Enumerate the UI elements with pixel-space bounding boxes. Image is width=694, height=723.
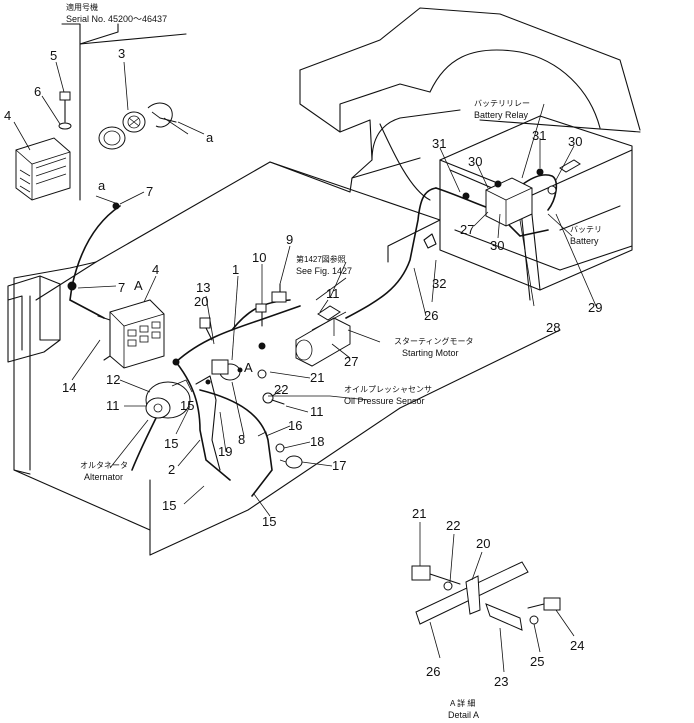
part-number: 27	[344, 354, 358, 369]
part-number: 30	[468, 154, 482, 169]
bolt-5	[58, 91, 72, 130]
battery-en: Battery	[570, 236, 599, 246]
part-number: 15	[164, 436, 178, 451]
part-number: 1	[232, 262, 239, 277]
part-number: 5	[50, 48, 57, 63]
letter-A-mid: A	[134, 278, 143, 293]
detail-a	[411, 561, 561, 631]
part-number: 15	[262, 514, 276, 529]
part-number: 4	[4, 108, 11, 123]
part-number: 9	[286, 232, 293, 247]
part-number: 7	[146, 184, 153, 199]
part-number: 22	[274, 382, 288, 397]
serial-box	[61, 23, 187, 201]
battery-relay	[462, 168, 544, 227]
letter-a-top: a	[206, 130, 214, 145]
part-number: 16	[288, 418, 302, 433]
part-number: 27	[460, 222, 474, 237]
bolt-22	[262, 392, 285, 405]
part-number: 6	[34, 84, 41, 99]
part-number: 10	[252, 250, 266, 265]
harness-bracket	[195, 375, 221, 471]
part-numbers: 5 6 4 3 7 7 4 14 12 11 15 2 15 15 19 8 1…	[4, 46, 602, 689]
machine-body	[7, 7, 641, 556]
part-number: 28	[546, 320, 560, 335]
part-number: 4	[152, 262, 159, 277]
part-number: 17	[332, 458, 346, 473]
battery-jp: バッテリ	[570, 225, 602, 234]
see-fig-en: See Fig. 1427	[296, 266, 352, 276]
sensor-17	[279, 455, 303, 469]
part-number: 19	[218, 444, 232, 459]
fuse-box	[109, 299, 165, 369]
detail-jp: A 詳 細	[450, 698, 475, 708]
battery-relay-jp: バッテリリレー	[474, 99, 530, 108]
part-number: 20	[194, 294, 208, 309]
clip-16	[257, 431, 269, 441]
part-number: 18	[310, 434, 324, 449]
part-number: 30	[490, 238, 504, 253]
starting-motor	[295, 305, 351, 367]
part-number: 2	[168, 462, 175, 477]
fuse-box-cover	[15, 137, 71, 201]
part-number: 11	[106, 398, 120, 413]
part-number: 31	[432, 136, 446, 151]
part-number: 20	[476, 536, 490, 551]
part-number: 26	[424, 308, 438, 323]
part-number: 32	[432, 276, 446, 291]
see-fig-jp: 第1427図参照	[296, 254, 346, 264]
lamp-parts-3	[98, 102, 177, 150]
serial-en: Serial No. 45200～46437	[66, 14, 167, 24]
part-number: 11	[310, 404, 324, 419]
part-number: 24	[570, 638, 584, 653]
oil-pressure-en: Oil Pressure Sensor	[344, 396, 425, 406]
bolt-10	[255, 303, 267, 327]
battery-relay-en: Battery Relay	[474, 110, 529, 120]
alternator	[145, 379, 193, 419]
part-number: 3	[118, 46, 125, 61]
clamp-32	[423, 233, 437, 249]
bracket-14	[97, 315, 111, 361]
detail-en: Detail A	[448, 710, 479, 720]
leader-lines	[13, 61, 597, 673]
serial-jp: 適用号機	[66, 2, 98, 12]
letter-a-mid: a	[98, 178, 106, 193]
part-number: 14	[62, 380, 76, 395]
part-number: 15	[162, 498, 176, 513]
relay-8	[211, 359, 241, 381]
washer-18	[275, 443, 285, 453]
battery	[547, 159, 581, 195]
letter-A-motor: A	[244, 360, 253, 375]
bolt-13	[199, 317, 213, 341]
connector-9	[271, 283, 287, 303]
part-number: 31	[532, 128, 546, 143]
part-number: 11	[326, 286, 340, 301]
part-number: 23	[494, 674, 508, 689]
part-number: 8	[238, 432, 245, 447]
labels: 適用号機 Serial No. 45200～46437 バッテリリレー Batt…	[66, 2, 602, 720]
part-number: 22	[446, 518, 460, 533]
components	[15, 23, 581, 471]
part-number: 13	[196, 280, 210, 295]
alternator-jp: オルタネータ	[80, 461, 128, 470]
part-number: 15	[180, 398, 194, 413]
starting-motor-en: Starting Motor	[402, 348, 459, 358]
washer-21	[257, 369, 267, 379]
part-number: 25	[530, 654, 544, 669]
part-number: 12	[106, 372, 120, 387]
starting-motor-jp: スターティングモータ	[394, 336, 474, 346]
alternator-en: Alternator	[84, 472, 123, 482]
part-number: 21	[412, 506, 426, 521]
oil-pressure-jp: オイルプレッシャセンサ	[344, 385, 432, 394]
part-number: 21	[310, 370, 324, 385]
part-number: 30	[568, 134, 582, 149]
part-number: 26	[426, 664, 440, 679]
part-number: 7	[118, 280, 125, 295]
part-number: 29	[588, 300, 602, 315]
